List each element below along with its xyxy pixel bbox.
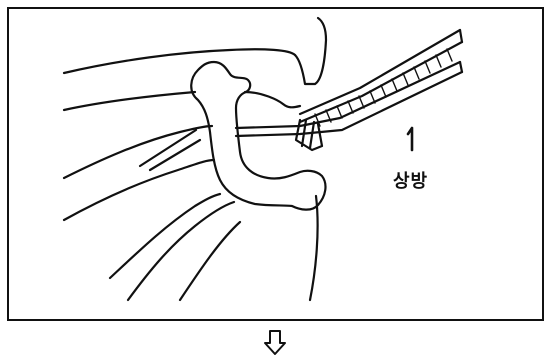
- upper-contour-line: [64, 49, 295, 73]
- instrument-lower-rail: [236, 62, 460, 128]
- upper-vessel-line-2: [245, 92, 300, 107]
- upper-vessel-line: [64, 92, 195, 110]
- upper-right-contour-line: [295, 18, 326, 84]
- lower-contour-line-5: [180, 222, 240, 300]
- direction-label: 상방: [393, 167, 428, 193]
- down-arrow-outline-icon: [265, 331, 285, 354]
- up-arrow-icon: [408, 128, 412, 150]
- lower-right-contour-line: [310, 196, 318, 300]
- left-spine-lines: [140, 130, 200, 170]
- lower-contour-line-2: [64, 160, 214, 220]
- instrument-end-caps: [460, 30, 462, 72]
